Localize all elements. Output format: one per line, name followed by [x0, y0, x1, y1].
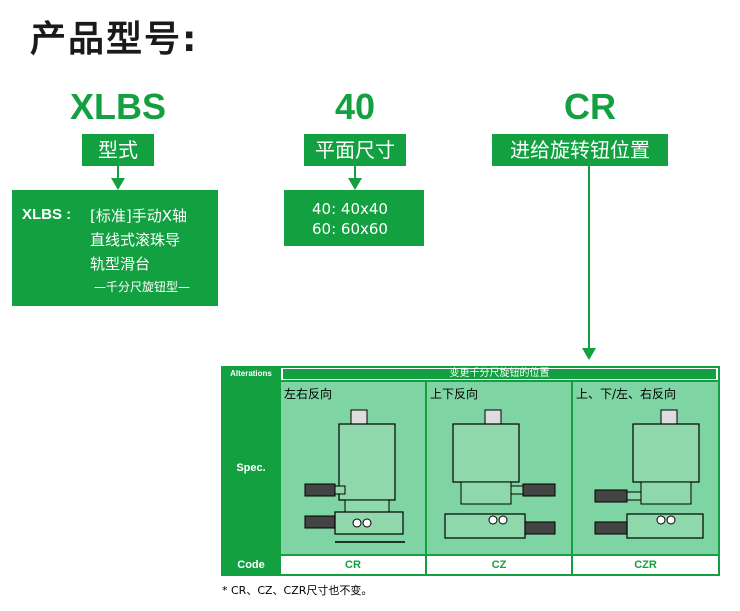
code-czr: CZR — [573, 556, 718, 574]
page-title: 产品型号: — [30, 19, 199, 60]
footnote: * CR、CZ、CZR尺寸也不变。 — [222, 584, 373, 597]
knob-label: 进给旋转钮位置 — [492, 134, 668, 166]
size-label: 平面尺寸 — [304, 134, 406, 166]
size-code: 40 — [334, 86, 376, 127]
model-desc-line-1: [标准]手动X轴 — [90, 207, 187, 225]
size-line-1: 40: 40x40 — [312, 200, 388, 218]
spec-cell-cr-label: 左右反向 — [284, 387, 333, 401]
alterations-table: Alterations 变更千分尺旋钮的位置 Spec. 左右反向 上下反向 — [221, 366, 720, 576]
czr-stage-drawing-icon — [594, 409, 704, 539]
model-desc-prefix: XLBS : — [22, 206, 72, 223]
model-arrow-head — [111, 178, 125, 190]
spec-cell-cz: 上下反向 — [427, 382, 571, 554]
cz-stage-drawing-icon — [444, 409, 556, 539]
knob-code: CR — [564, 86, 616, 127]
spec-cell-cr: 左右反向 — [281, 382, 425, 554]
model-label: 型式 — [82, 134, 154, 166]
spec-cell-cz-label: 上下反向 — [430, 387, 479, 401]
size-arrow — [354, 166, 356, 180]
knob-arrow — [588, 166, 590, 350]
knob-arrow-head — [582, 348, 596, 360]
code-label: Code — [223, 556, 279, 574]
size-line-2: 60: 60x60 — [312, 220, 388, 238]
model-desc-line-3: 轨型滑台 — [90, 255, 151, 273]
size-arrow-head — [348, 178, 362, 190]
model-arrow — [117, 166, 119, 180]
code-cz: CZ — [427, 556, 571, 574]
size-description-box: 40: 40x40 60: 60x60 — [284, 190, 424, 246]
alterations-label: Alterations — [223, 368, 279, 380]
model-desc-line-2: 直线式滚珠导 — [90, 231, 181, 249]
cr-stage-drawing-icon — [304, 409, 405, 543]
model-code: XLBS — [69, 86, 166, 127]
code-cr: CR — [281, 556, 425, 574]
spec-cell-czr-label: 上、下/左、右反向 — [576, 387, 677, 401]
table-header: 变更千分尺旋钮的位置 — [283, 369, 716, 379]
model-desc-lines: [标准]手动X轴 直线式滚珠导 轨型滑台 — [90, 204, 187, 276]
model-description-box: XLBS : [标准]手动X轴 直线式滚珠导 轨型滑台 —千分尺旋钮型— — [12, 190, 218, 306]
spec-label: Spec. — [223, 382, 279, 554]
model-desc-sub: —千分尺旋钮型— — [94, 280, 191, 294]
spec-cell-czr: 上、下/左、右反向 — [573, 382, 718, 554]
